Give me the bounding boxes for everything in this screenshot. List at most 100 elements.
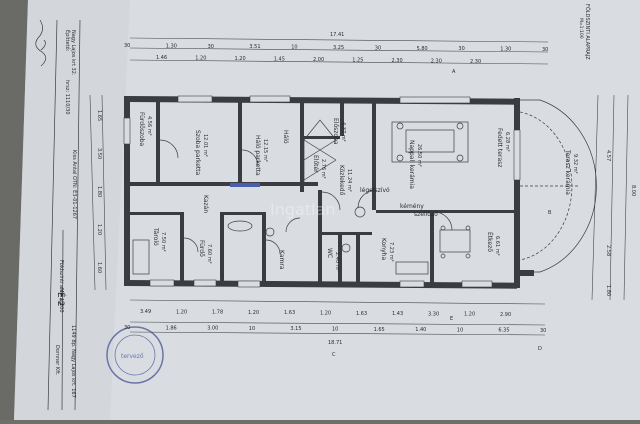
dim-top-value: 30	[458, 46, 464, 52]
room-name: Előszoba	[332, 118, 339, 145]
dim-top-value: 2.00	[313, 57, 324, 63]
room-area: 7.50 m²	[160, 232, 166, 252]
dim-bottom-value: 30	[540, 328, 546, 334]
dim-bottom-value: 1.78	[212, 310, 223, 316]
dim-top-value: 1.45	[274, 57, 285, 63]
room-name: légelszívó	[360, 187, 390, 194]
dim-bottom-value: 30	[124, 325, 130, 331]
room-name: Kazán	[202, 195, 209, 213]
dim-top-value: 30	[375, 45, 381, 51]
dim-top-value: 1.30	[166, 43, 177, 49]
dim-bottom-value: 2.90	[500, 312, 511, 318]
dim-left-value: 1.20	[96, 224, 102, 235]
dim-right-value: 1.80	[605, 285, 611, 296]
room-name: szellőző	[414, 211, 438, 218]
title-text-lot: hrsz: 1110/30	[64, 80, 70, 115]
dim-right-total: 8.00	[630, 185, 636, 196]
dim-left-value: 1.65	[96, 110, 102, 121]
axis-label: B	[548, 210, 552, 216]
dim-bottom-value: 1.20	[248, 310, 259, 316]
room-name: Fedett terasz	[496, 128, 503, 167]
dim-bottom-value: 1.63	[284, 310, 295, 316]
room-area: 6.61 m²	[494, 236, 500, 256]
axis-label: D	[538, 346, 542, 352]
watermark: Ingatlan	[270, 200, 335, 219]
dim-bottom-value: 1.40	[415, 327, 426, 333]
top-dimensions: 17.41	[129, 32, 549, 65]
dim-top-value: 10	[291, 45, 297, 51]
dim-top-value: 1.30	[500, 47, 511, 53]
axis-label: C	[332, 352, 336, 358]
dim-bottom-value: 1.20	[464, 312, 475, 318]
furniture	[132, 121, 471, 275]
title-text-plan-name: Földszinti alaprajz	[58, 260, 64, 305]
dim-right-value: 4.57	[605, 150, 611, 161]
right-dimensions: 8.00	[591, 94, 636, 301]
axis-markers: A B C D E	[332, 69, 552, 358]
dim-bottom-value: 1.65	[374, 327, 385, 333]
room-area: 6.28 m²	[504, 132, 510, 152]
bathtub	[227, 220, 253, 232]
chimney-symbol	[354, 206, 366, 218]
stamp-text: tervező	[121, 353, 144, 360]
dim-top-value: 1.25	[352, 58, 363, 64]
title-text-company: Dornner Kft.	[54, 345, 60, 376]
room-area: 2.76 m²	[320, 159, 326, 179]
room-name: Háló	[282, 130, 289, 144]
room-name: Előtér	[312, 155, 319, 173]
room-area: 12.15 m²	[262, 139, 268, 162]
room-name: Közlekedő	[338, 165, 345, 196]
dim-bottom-value: 1.43	[392, 311, 403, 317]
dim-top-value: 3.51	[249, 44, 260, 50]
room-name: Terasz kerámia	[564, 149, 571, 195]
title-text-scale: M= 1:100	[58, 288, 64, 313]
title-text-sheet: É-2	[55, 292, 67, 307]
room-area: 2.40 m²	[334, 252, 340, 272]
dim-top-value: 1.20	[195, 56, 206, 62]
dim-top-value: 30	[542, 47, 548, 53]
dim-bottom-value: 1.63	[356, 311, 367, 317]
dim-left-value: 1.80	[96, 186, 102, 197]
dim-bottom-total: 18.71	[328, 340, 342, 346]
bottom-dimensions: 18.71	[129, 299, 546, 346]
dim-top-value: 2.30	[470, 59, 481, 65]
doors	[159, 139, 453, 255]
dim-bottom-value: 1.20	[176, 309, 187, 315]
room-name: Fürdőszoba	[138, 112, 145, 147]
signature	[35, 19, 47, 67]
plan-scale: M=1:100	[578, 18, 584, 39]
dim-bottom-value: 1.86	[166, 325, 177, 331]
room-name: Tároló	[152, 227, 159, 246]
dim-top-value: 1.20	[235, 56, 246, 62]
stamp: tervező	[106, 326, 164, 384]
paper-sheet	[14, 0, 640, 420]
left-dimensions	[89, 94, 107, 291]
dim-top-value: 1.46	[156, 55, 167, 61]
terrace-outline	[519, 99, 597, 273]
dim-bottom-value: 6.35	[498, 328, 509, 334]
dim-bottom-value: 3.15	[290, 326, 301, 332]
dim-top-value: 3.25	[333, 45, 344, 51]
interior-walls	[128, 100, 516, 284]
title-block-line	[74, 19, 81, 411]
room-area: 9.32 m²	[572, 154, 578, 174]
dim-left-value: 1.60	[96, 262, 102, 273]
dim-bottom-value: 3.30	[428, 311, 439, 317]
room-name: Fürdő	[198, 240, 205, 257]
title-block-line	[47, 19, 58, 411]
dim-top-value: 30	[124, 43, 130, 49]
room-name: kémény	[400, 203, 424, 210]
dim-left-value: 3.50	[96, 148, 102, 159]
room-area: 4.37 m²	[340, 122, 346, 142]
dim-right-value: 2.58	[605, 245, 611, 256]
room-area: 4.56 m²	[146, 116, 152, 136]
dim-top-total: 17.41	[330, 32, 344, 38]
dim-top-value: 5.80	[417, 46, 428, 52]
dim-bottom-value: 3.49	[140, 309, 151, 315]
room-area: 7.60 m²	[206, 244, 212, 264]
title-text-client: Építtető:	[64, 30, 72, 52]
dim-bottom-value: 1.20	[320, 311, 331, 317]
title-block-texts: Építtető: Nagy Lajos krt 32. hrsz: 1110/…	[54, 30, 79, 398]
